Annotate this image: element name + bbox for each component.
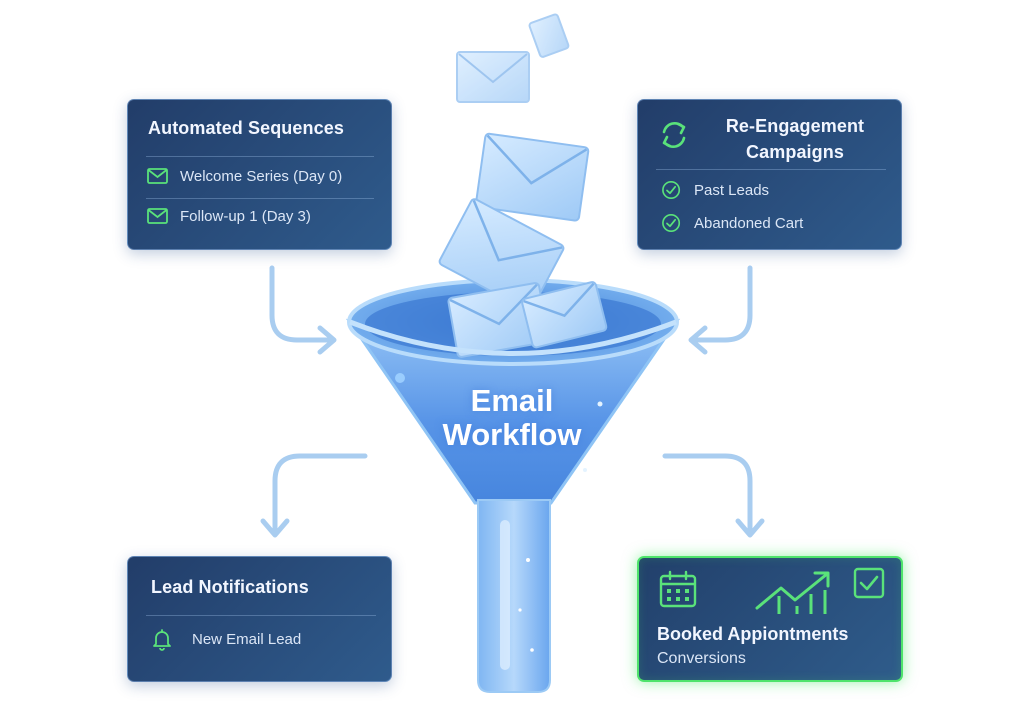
calendar-icon [659,570,697,608]
lead-notifications-card: Lead Notifications New Email Lead [127,556,392,682]
envelope-icon [147,168,168,184]
envelope-icon [528,13,570,58]
list-item-label: Past Leads [694,181,770,199]
arrow-funnel-to-lead [260,453,368,538]
divider [146,156,374,157]
divider [146,615,376,616]
list-item: New Email Lead [150,627,301,651]
checkbox-icon [853,567,885,599]
funnel-label: Email Workflow [412,384,612,452]
refresh-icon [662,122,686,148]
funnel-label-line1: Email [470,383,554,418]
booked-appointments-title: Booked Appiontments [657,624,849,644]
booked-appointments-card: Booked Appiontments Conversions [637,556,903,682]
list-item-label: Welcome Series (Day 0) [180,167,343,185]
envelope-icon [475,132,590,222]
funnel-stem [477,499,551,693]
divider [146,198,374,199]
automated-sequences-title: Automated Sequences [148,118,344,138]
re-engagement-card: Re-Engagement Campaigns Past Leads Aband… [637,99,902,250]
funnel-label-line2: Workflow [442,417,582,452]
list-item: Past Leads [660,180,769,200]
bell-icon [153,629,171,651]
list-item-label: New Email Lead [192,630,302,648]
arrow-seq-to-funnel [269,265,337,355]
trend-up-icon [755,571,830,614]
lead-notifications-title: Lead Notifications [151,577,309,597]
check-circle-icon [662,181,681,199]
list-item-label: Follow-up 1 (Day 3) [180,207,311,225]
booked-appointments-subtitle: Conversions [657,650,746,667]
envelope-icon [147,208,168,224]
list-item: Follow-up 1 (Day 3) [146,206,311,226]
list-item: Abandoned Cart [660,213,803,233]
envelope-icon [456,51,530,103]
re-engagement-title-line1: Re-Engagement [725,116,865,136]
arrow-funnel-to-booked [662,453,765,538]
re-engagement-title-line2: Campaigns [746,142,844,162]
list-item-label: Abandoned Cart [694,214,804,232]
re-engagement-title: Re-Engagement Campaigns [700,113,890,165]
list-item: Welcome Series (Day 0) [146,166,342,186]
automated-sequences-card: Automated Sequences Welcome Series (Day … [127,99,392,250]
check-circle-icon [662,214,681,232]
funnel-rim [349,319,677,356]
arrow-reeng-to-funnel [688,265,753,355]
envelope-icon [521,281,608,349]
divider [656,169,886,170]
